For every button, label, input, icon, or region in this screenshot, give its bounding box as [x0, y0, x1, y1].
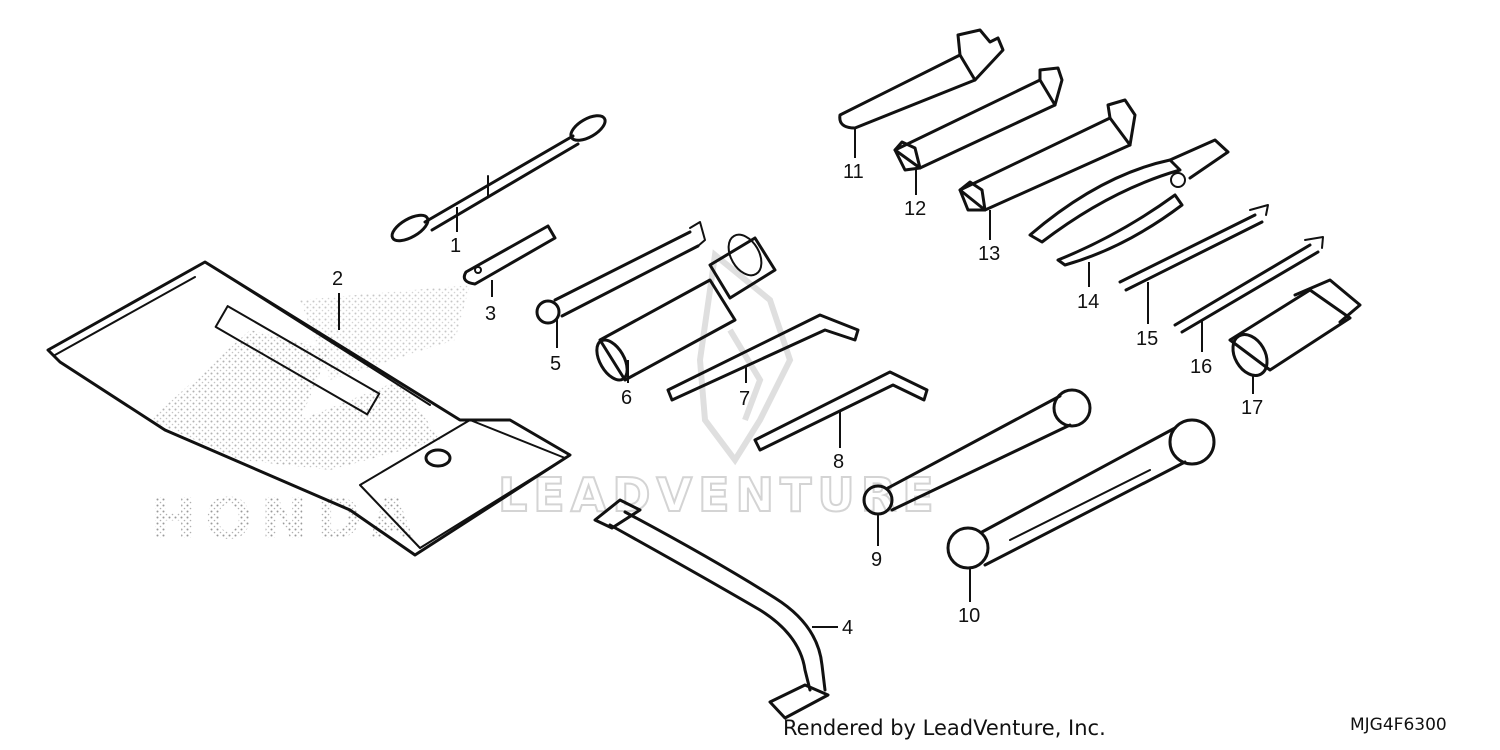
honda-watermark-text: HONDA [150, 487, 421, 552]
part-3-small-plate [462, 224, 557, 286]
callout-6: 6 [621, 387, 632, 409]
part-15-screwdriver-bit [1118, 204, 1269, 292]
callout-11: 11 [843, 161, 864, 183]
callout-3: 3 [485, 303, 496, 325]
part-16-screwdriver-bit [1173, 236, 1324, 334]
part-14-pliers [1028, 138, 1230, 267]
part-13-open-wrench [958, 98, 1137, 212]
callout-13: 13 [978, 243, 1000, 265]
callout-2: 2 [332, 268, 343, 290]
part-11-open-wrench [838, 28, 1005, 130]
part-9-box-wrench [862, 388, 1092, 516]
callout-9: 9 [871, 549, 882, 571]
callout-17: 17 [1241, 397, 1263, 419]
part-5-extension-bar [535, 221, 706, 325]
leader-lines [338, 128, 1254, 628]
callout-15: 15 [1136, 328, 1158, 350]
callout-labels: 1 2 3 4 5 6 7 8 9 10 11 12 13 14 15 16 1… [332, 161, 1263, 639]
part-10-box-wrench [946, 418, 1216, 570]
callout-10: 10 [958, 605, 980, 627]
part-8-hex-key [753, 370, 929, 452]
diagram-code: MJG4F6300 [1350, 715, 1447, 735]
callout-12: 12 [904, 198, 926, 220]
part-4-strap [593, 498, 830, 720]
callout-14: 14 [1077, 291, 1099, 313]
part-7-hex-key [666, 313, 860, 402]
part-6-plug-wrench [595, 233, 777, 382]
callout-1: 1 [450, 235, 461, 257]
callout-8: 8 [833, 451, 844, 473]
part-1-tether-cable [390, 114, 607, 243]
callout-5: 5 [550, 353, 561, 375]
render-credit: Rendered by LeadVenture, Inc. [783, 716, 1106, 740]
part-12-open-wrench [893, 66, 1064, 172]
callout-4: 4 [842, 617, 853, 639]
callout-16: 16 [1190, 356, 1212, 378]
honda-wing-watermark [150, 285, 470, 470]
part-17-screwdriver-handle [1228, 278, 1362, 377]
callout-7: 7 [739, 388, 750, 410]
leadventure-watermark-text: LEADVENTURE [498, 468, 940, 522]
part-2-tool-bag [46, 260, 572, 557]
leadventure-watermark-logo [696, 249, 794, 466]
